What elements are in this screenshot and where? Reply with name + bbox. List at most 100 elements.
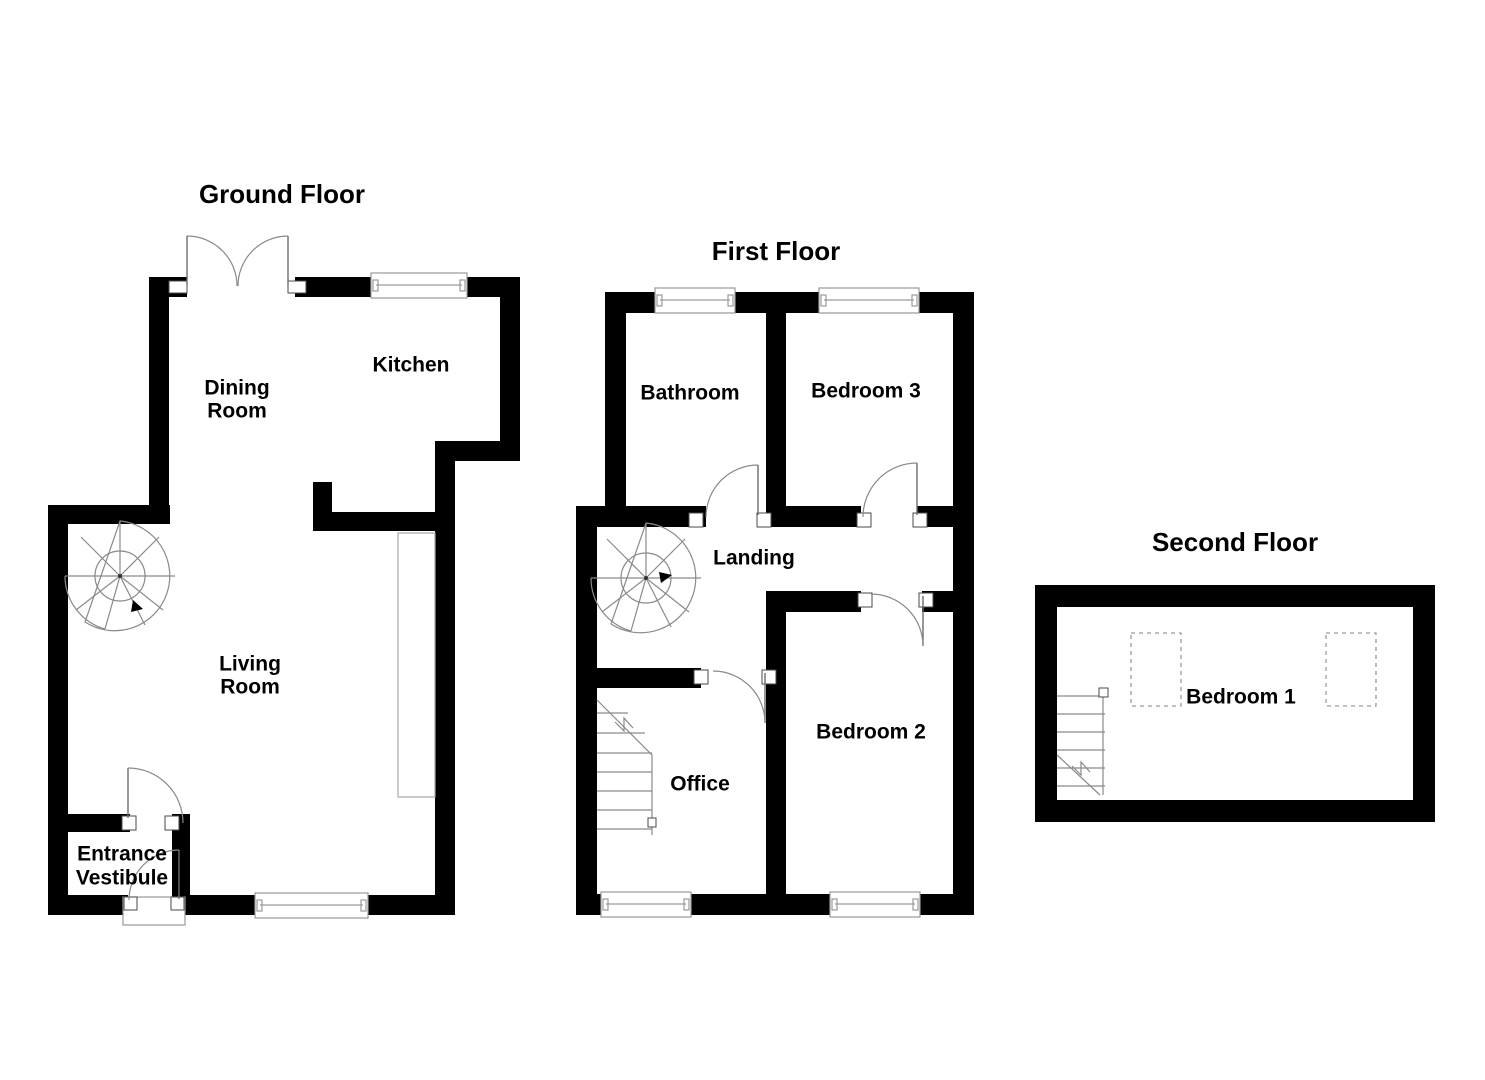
wall-second-top — [1035, 585, 1435, 607]
french-doors-ground[interactable] — [168, 235, 307, 294]
spiral-stair-treads-first — [591, 523, 701, 632]
wall-first-bedroom2-top-right — [922, 591, 974, 612]
second-floor-labels: Bedroom 1 — [1186, 686, 1296, 709]
window-stop-office-left — [602, 898, 609, 911]
door-jamb-bathroom-right — [756, 512, 772, 528]
wall-first-bottom-right — [917, 894, 974, 915]
straight-stair-newel-second — [1098, 687, 1109, 698]
spiral-stair-outer-arc-first — [610, 522, 697, 634]
understair-recess-outline — [397, 532, 436, 798]
wall-ground-right-upper — [500, 277, 520, 442]
window-stop-kitchen-right — [459, 279, 466, 292]
bathroom-door[interactable] — [688, 464, 772, 528]
window-stop-bedroom3-left — [820, 294, 827, 307]
door-jamb-bedroom3-right — [912, 512, 928, 528]
door-jamb-office-left — [693, 669, 709, 685]
straight-stair-treads-second — [1057, 695, 1105, 787]
wall-first-left-lower — [576, 506, 597, 915]
room-label-living-room-line1: Living — [219, 653, 281, 676]
bedroom-2-window — [829, 891, 921, 918]
room-label-landing: Landing — [713, 547, 795, 570]
window-stop-bedroom2-right — [912, 898, 919, 911]
window-stop-bedroom3-right — [911, 294, 918, 307]
vestibule-inner-door[interactable] — [121, 767, 184, 831]
straight-stair-treads-office — [597, 712, 652, 830]
straight-stair-diagonal-second — [1056, 754, 1101, 796]
wall-ground-bottom-right — [368, 895, 455, 915]
wall-ground-kitchen-jog-horizontal — [435, 441, 520, 461]
spiral-stair-direction-arrow-first — [659, 572, 672, 583]
wall-first-bedroom2-top — [766, 591, 861, 612]
wall-second-left — [1035, 585, 1057, 822]
first-floor-title: First Floor — [712, 236, 841, 266]
bedroom-3-door[interactable] — [856, 462, 928, 528]
second-floor-walls — [1035, 585, 1435, 822]
spiral-staircase-first — [590, 522, 701, 634]
door-jamb-french-left — [168, 280, 188, 294]
spiral-stair-center-first — [644, 576, 648, 580]
door-jamb-vestibule-inner-right — [164, 815, 180, 831]
straight-staircase-office — [596, 699, 657, 835]
wall-first-bottom-mid — [687, 894, 832, 915]
door-jamb-french-right — [287, 280, 307, 294]
wall-second-bottom — [1035, 800, 1435, 822]
door-jamb-bedroom2-right — [918, 592, 934, 608]
door-swing-bathroom — [705, 464, 759, 518]
wall-first-bathroom-bedroom3-divider — [766, 292, 786, 527]
bedroom-2-door[interactable] — [857, 592, 934, 647]
wall-ground-bottom-window-left — [190, 895, 255, 915]
first-floor-walls — [576, 292, 974, 915]
living-room-window — [254, 892, 369, 919]
straight-stair-outer-edge-office — [596, 699, 653, 835]
door-swing-bedroom2 — [870, 593, 924, 647]
second-floor-group: Second Floor Bed — [1035, 527, 1435, 822]
wall-ground-right-living — [435, 512, 455, 915]
straight-staircase-second — [1056, 687, 1109, 796]
wall-first-office-bedroom2-divider — [766, 591, 786, 915]
wall-first-left-step — [576, 506, 706, 527]
spiral-staircase-ground — [64, 520, 175, 632]
ground-floor-labels: Dining Room Kitchen Living Room Entrance… — [76, 354, 450, 890]
room-label-living-room-line2: Room — [220, 676, 280, 699]
room-label-dining-room-line1: Dining — [204, 377, 269, 400]
spiral-stair-sweep-tail-ground — [64, 575, 106, 630]
wall-ground-vestibule-right — [172, 814, 190, 900]
door-jamb-entrance-left — [123, 896, 138, 911]
door-swing-office — [712, 670, 766, 724]
door-jamb-bedroom2-left — [857, 592, 873, 608]
first-floor-group: First Floor — [576, 236, 974, 918]
wall-first-bedroom3-bottom — [786, 506, 861, 527]
room-label-dining-room-line2: Room — [207, 400, 267, 423]
door-jamb-bathroom-left — [688, 512, 704, 528]
wall-first-left-bathroom — [605, 292, 626, 512]
door-jamb-office-right — [761, 669, 777, 685]
bedroom-3-window — [818, 287, 920, 314]
straight-stair-break-arrow-second — [1071, 760, 1091, 777]
door-swing-entrance — [128, 849, 180, 901]
velux-skylight-left — [1130, 632, 1182, 707]
door-swing-vestibule-inner — [127, 767, 184, 824]
room-label-entrance-vestibule-line2: Vestibule — [76, 867, 168, 890]
straight-stair-break-arrow-office — [614, 716, 634, 733]
straight-stair-newel-office — [647, 817, 657, 828]
room-label-office: Office — [670, 773, 730, 796]
window-stop-kitchen-left — [372, 279, 379, 292]
entrance-door[interactable] — [122, 849, 186, 926]
wall-ground-kitchen-jog-vertical — [435, 441, 455, 531]
bathroom-window — [654, 287, 736, 314]
spiral-stair-center-ground — [118, 574, 122, 578]
spiral-stair-direction-arrow-ground — [131, 600, 143, 612]
wall-ground-internal-horizontal — [313, 512, 455, 531]
wall-ground-vestibule-top — [58, 814, 130, 832]
wall-second-right — [1413, 585, 1435, 822]
room-label-bedroom-3: Bedroom 3 — [811, 380, 921, 403]
door-jamb-bedroom3-left — [856, 512, 872, 528]
wall-first-office-top — [576, 668, 701, 688]
office-door[interactable] — [693, 669, 777, 724]
wall-ground-left-outer — [48, 505, 68, 915]
room-label-bedroom-2: Bedroom 2 — [816, 721, 926, 744]
room-label-bedroom-1: Bedroom 1 — [1186, 686, 1296, 709]
second-floor-title: Second Floor — [1152, 527, 1318, 557]
door-swing-french-left — [186, 235, 238, 287]
